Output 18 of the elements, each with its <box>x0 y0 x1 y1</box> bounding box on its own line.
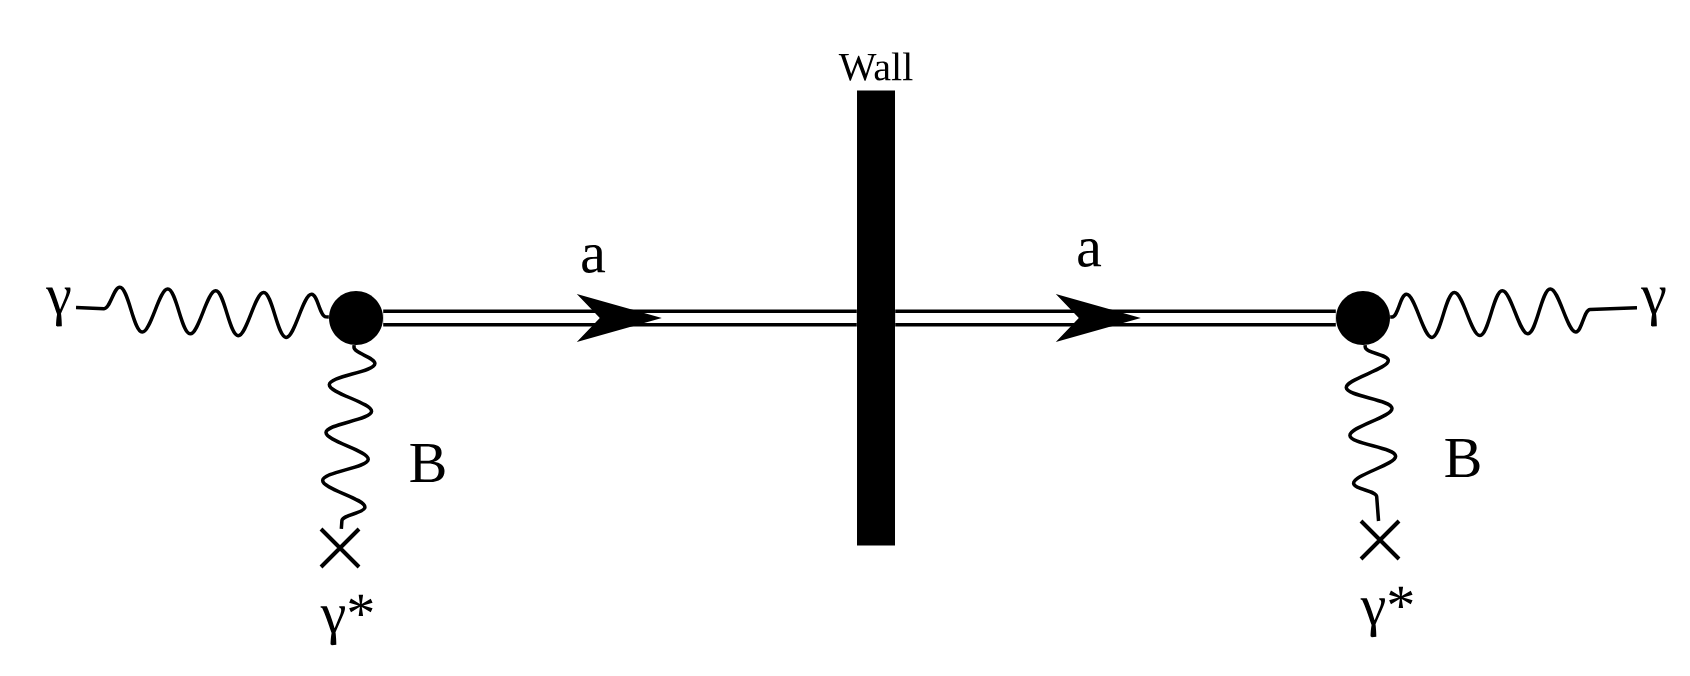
photon-label: γ <box>46 287 71 327</box>
double-arrow <box>895 294 1336 342</box>
wall-bar: Wall <box>838 52 913 546</box>
wavy-line <box>320 344 377 530</box>
node-label: Wall <box>838 52 913 81</box>
wavy-line <box>75 285 330 340</box>
vertex-dot <box>1336 291 1390 345</box>
double-arrow <box>383 294 857 342</box>
photon-label: γ <box>1641 287 1666 327</box>
edge-label: B <box>406 441 450 485</box>
edge-label: a <box>578 243 608 275</box>
edge-label: B <box>1441 436 1485 480</box>
vertex-dot <box>329 291 383 345</box>
wavy-line <box>1389 287 1638 340</box>
wavy-line <box>1344 344 1398 522</box>
photon-label: γ* <box>1360 586 1413 638</box>
edge-label: a <box>1074 237 1104 269</box>
photon-label: γ* <box>320 594 373 646</box>
